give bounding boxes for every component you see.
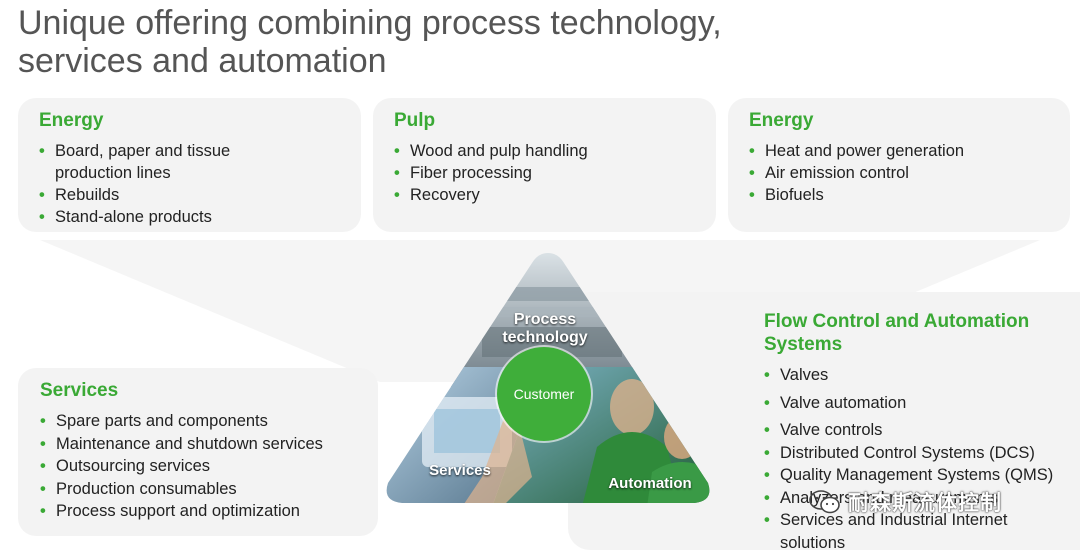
list-item: Heat and power generation	[749, 140, 964, 162]
page-title-line-1: Unique offering combining process techno…	[18, 4, 722, 42]
list-item: Valves	[764, 364, 1064, 387]
list-item: Distributed Control Systems (DCS)	[764, 442, 1064, 465]
list-item: Services and Industrial Internet solutio…	[764, 509, 1020, 554]
energy-right-heading: Energy	[749, 110, 814, 131]
list-item: Board, paper and tissue production lines	[39, 140, 265, 184]
flow-control-card: Flow Control and Automation Systems Valv…	[568, 292, 1080, 552]
page-title-line-2: services and automation	[18, 42, 387, 80]
list-item: Valve automation	[764, 392, 1064, 415]
customer-label: Customer	[513, 386, 575, 402]
list-item: Stand-alone products	[39, 206, 265, 228]
list-item: Outsourcing services	[40, 455, 323, 478]
list-item: Spare parts and components	[40, 410, 323, 433]
services-card: Services Spare parts and components Main…	[18, 368, 378, 536]
process-technology-label: Process technology	[502, 311, 588, 346]
list-item: Wood and pulp handling	[394, 140, 588, 162]
wechat-icon	[809, 490, 840, 514]
energy-left-card: Energy Board, paper and tissue productio…	[18, 98, 361, 232]
list-item: Maintenance and shutdown services	[40, 433, 323, 456]
flow-control-heading: Flow Control and Automation Systems	[764, 311, 1030, 355]
list-item: Recovery	[394, 184, 588, 206]
automation-label: Automation	[608, 475, 692, 492]
list-item: Biofuels	[749, 184, 964, 206]
list-item: Air emission control	[749, 162, 964, 184]
list-item: Production consumables	[40, 478, 323, 501]
list-item: Process support and optimization	[40, 500, 323, 523]
energy-left-heading: Energy	[39, 110, 104, 131]
list-item: Rebuilds	[39, 184, 265, 206]
list-item: Fiber processing	[394, 162, 588, 184]
watermark: 耐森斯流体控制	[808, 486, 1048, 518]
energy-right-card: Energy Heat and power generation Air emi…	[728, 98, 1070, 232]
page-title: Unique offering combining process techno…	[18, 4, 918, 80]
pulp-heading: Pulp	[394, 110, 436, 131]
services-label: Services	[429, 462, 491, 479]
list-item: Valve controls	[764, 419, 1064, 442]
watermark-text: 耐森斯流体控制	[848, 492, 1002, 515]
list-item: Quality Management Systems (QMS)	[764, 464, 1064, 487]
pulp-card: Pulp Wood and pulp handling Fiber proces…	[373, 98, 716, 232]
services-heading: Services	[40, 380, 119, 401]
customer-circle: Customer	[497, 347, 591, 441]
